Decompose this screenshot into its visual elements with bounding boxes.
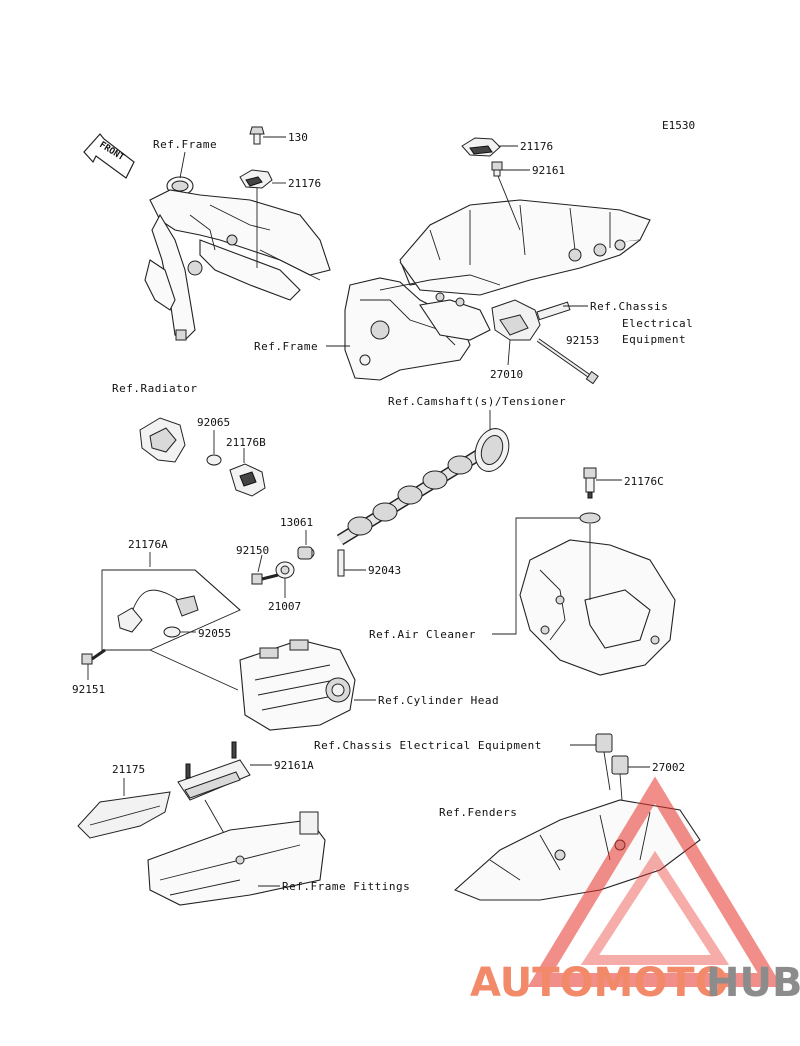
sensor-21176-left bbox=[239, 169, 273, 189]
sensor-21176-right bbox=[461, 137, 501, 157]
part-21007-label: 21007 bbox=[268, 600, 301, 613]
bolt-92151 bbox=[81, 648, 106, 665]
oring-92055 bbox=[163, 626, 181, 638]
part-21175-label: 21175 bbox=[112, 763, 145, 776]
cover-21175 bbox=[77, 791, 171, 839]
part-130-label: 130 bbox=[288, 131, 308, 144]
sensor-21176C bbox=[583, 467, 597, 499]
washer-92065 bbox=[206, 454, 222, 466]
part-21176-left-label: 21176 bbox=[288, 177, 321, 190]
bolt-92150 bbox=[251, 573, 279, 585]
ref-frame-top: Ref.Frame bbox=[153, 138, 217, 151]
part-92043-label: 92043 bbox=[368, 564, 401, 577]
sensor-21176B bbox=[229, 463, 266, 497]
ref-air-cleaner: Ref.Air Cleaner bbox=[369, 628, 476, 641]
part-21176C-label: 21176C bbox=[624, 475, 664, 488]
watermark-logo: AUTOMOTO HUB bbox=[470, 776, 800, 1006]
part-92161A-label: 92161A bbox=[274, 759, 314, 772]
part-27010-label: 27010 bbox=[490, 368, 523, 381]
collar-13061 bbox=[297, 546, 315, 560]
camshaft bbox=[336, 428, 510, 546]
part-92055-label: 92055 bbox=[198, 627, 231, 640]
ref-chassis-line2: Electrical bbox=[622, 317, 693, 330]
part-92065-label: 92065 bbox=[197, 416, 230, 429]
part-92153-label: 92153 bbox=[566, 334, 599, 347]
air-cleaner-box bbox=[519, 512, 676, 676]
part-21176-right-label: 21176 bbox=[520, 140, 553, 153]
bolt-92153 bbox=[536, 338, 599, 385]
ref-chassis-line3: Equipment bbox=[622, 333, 686, 346]
frame-right-drawing bbox=[344, 199, 651, 381]
part-21176A-label: 21176A bbox=[128, 538, 168, 551]
part-27002-label: 27002 bbox=[652, 761, 685, 774]
watermark-text-1: AUTOMOTO bbox=[470, 960, 729, 1006]
thermostat-housing bbox=[139, 417, 186, 463]
pin-92043 bbox=[337, 549, 345, 577]
front-arrow-icon: FRONT bbox=[83, 133, 135, 179]
part-92150-label: 92150 bbox=[236, 544, 269, 557]
ref-chassis-line1: Ref.Chassis bbox=[590, 300, 668, 313]
ref-fenders: Ref.Fenders bbox=[439, 806, 517, 819]
ref-frame-mid: Ref.Frame bbox=[254, 340, 318, 353]
sensor-group-outline bbox=[101, 569, 241, 651]
part-21176B-label: 21176B bbox=[226, 436, 266, 449]
frame-fittings-tray bbox=[147, 811, 326, 906]
relay-27002 bbox=[595, 733, 629, 801]
diagram-code: E1530 bbox=[662, 119, 695, 132]
frame-left-drawing bbox=[144, 176, 331, 341]
sensor-21176A bbox=[117, 589, 199, 633]
watermark-text-2: HUB bbox=[706, 960, 800, 1006]
part-92151-label: 92151 bbox=[72, 683, 105, 696]
part-13061-label: 13061 bbox=[280, 516, 313, 529]
part-92161-label: 92161 bbox=[532, 164, 565, 177]
ref-cylinder-head: Ref.Cylinder Head bbox=[378, 694, 499, 707]
cylinder-head bbox=[149, 569, 356, 731]
ecu-92161A bbox=[177, 741, 251, 801]
ref-chassis-electrical-2: Ref.Chassis Electrical Equipment bbox=[314, 739, 542, 752]
bolt-92161 bbox=[491, 161, 503, 177]
ref-camshaft: Ref.Camshaft(s)/Tensioner bbox=[388, 395, 566, 408]
ref-frame-fittings: Ref.Frame Fittings bbox=[282, 880, 410, 893]
bolt-130 bbox=[249, 126, 265, 145]
actuator-27010 bbox=[491, 299, 571, 341]
rotor-21007 bbox=[275, 561, 295, 579]
ref-radiator: Ref.Radiator bbox=[112, 382, 197, 395]
